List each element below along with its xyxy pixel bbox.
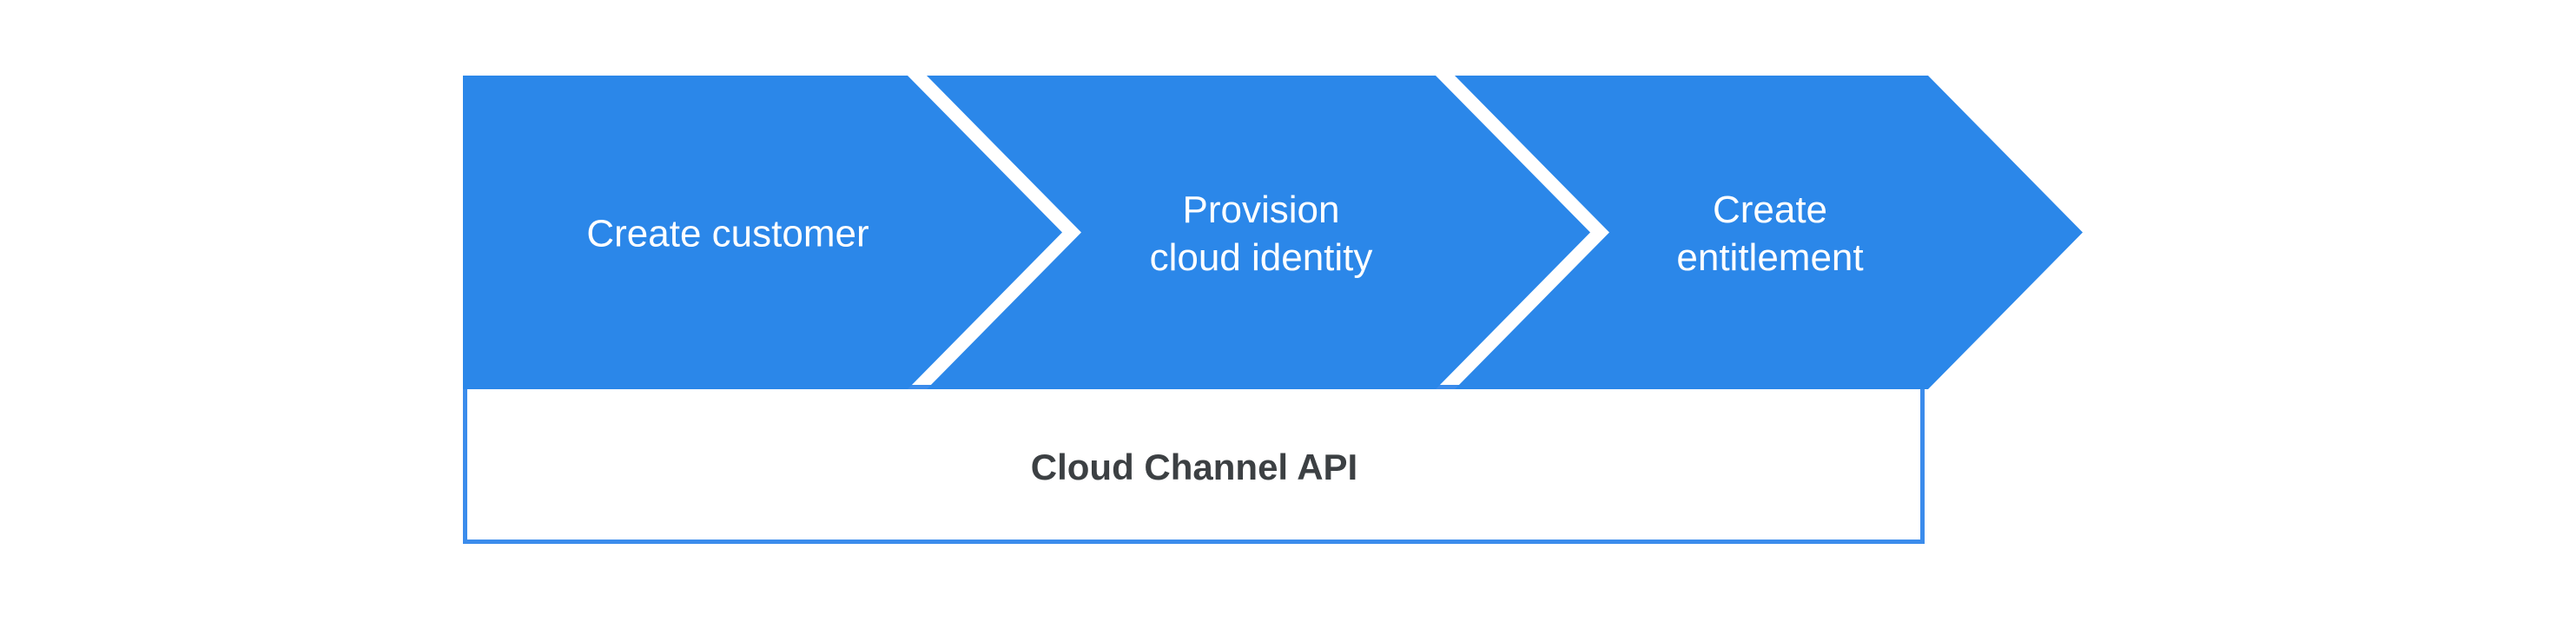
chevron-create-customer	[463, 76, 1062, 389]
chevron-label-line: Create	[1712, 189, 1828, 231]
cloud-channel-api-box	[463, 385, 1925, 544]
chevron-create-entitlement	[1455, 76, 2083, 389]
chevron-label-create-customer: Create customer	[586, 210, 869, 258]
chevron-label-line: Provision	[1182, 189, 1340, 231]
chevron-label-create-entitlement: Create entitlement	[1676, 186, 1863, 281]
cloud-channel-api-label: Cloud Channel API	[1030, 447, 1358, 487]
chevron-provision-cloud-identity	[927, 76, 1590, 389]
chevron-label-line: entitlement	[1676, 236, 1864, 279]
chevron-label-line: cloud identity	[1149, 236, 1373, 279]
chevron-label-line: Create customer	[586, 212, 869, 255]
chevron-label-provision-cloud-identity: Provision cloud identity	[1150, 186, 1373, 281]
